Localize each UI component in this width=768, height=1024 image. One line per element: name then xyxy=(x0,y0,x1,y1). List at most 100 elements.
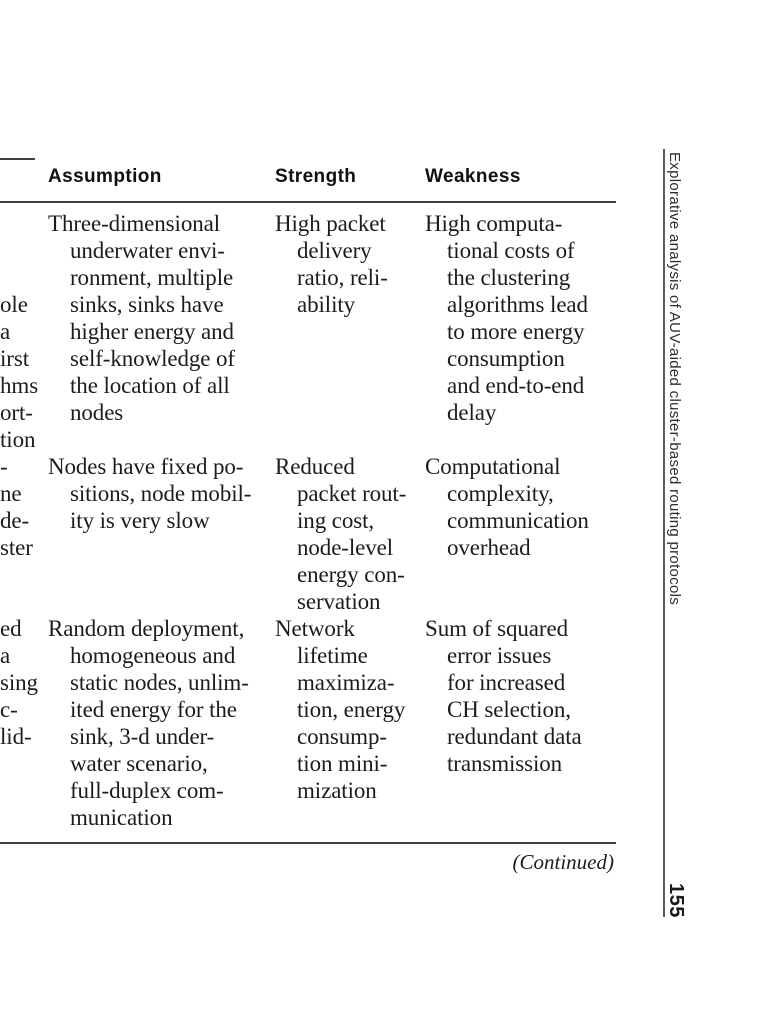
text-line: Three-dimensional xyxy=(48,211,221,236)
text-line: ing cost, xyxy=(297,508,375,533)
text-line: delay xyxy=(447,400,497,425)
text-line: sinks, sinks have xyxy=(70,292,224,317)
text-line: transmission xyxy=(447,751,563,776)
text-line: consumption xyxy=(447,346,565,371)
continued-label: (Continued) xyxy=(512,850,614,874)
text-line: node-level xyxy=(297,535,394,560)
text-line: maximiza- xyxy=(297,670,395,695)
text-line: Random deployment, xyxy=(48,616,245,641)
text-line: tion xyxy=(0,427,36,452)
table-header-row: Assumption Strength Weakness xyxy=(0,166,616,188)
text-line: static nodes, unlim- xyxy=(70,670,249,695)
text-line: error issues xyxy=(447,643,552,668)
text-line: full-duplex com- xyxy=(70,778,224,803)
text-line: sink, 3-d under- xyxy=(70,724,215,749)
text-line: algorithms lead xyxy=(447,292,588,317)
text-line: ed xyxy=(0,616,22,641)
text-line: sitions, node mobil- xyxy=(70,481,252,506)
text-line: for increased xyxy=(447,670,566,695)
text-line: ability xyxy=(297,292,356,317)
text-line: servation xyxy=(297,589,381,614)
text-line xyxy=(0,210,48,237)
text-line: nodes xyxy=(70,400,124,425)
text-line: High packet xyxy=(275,211,386,236)
text-line: lid- xyxy=(0,724,32,749)
text-line: Network xyxy=(275,616,355,641)
text-line: ronment, multiple xyxy=(70,265,234,290)
column-header-strength: Strength xyxy=(275,166,357,187)
table-top-rule-fragment xyxy=(0,158,35,160)
text-line: a xyxy=(0,643,11,668)
text-line: de- xyxy=(0,508,30,533)
text-line: ster xyxy=(0,535,33,560)
text-line: mization xyxy=(297,778,377,803)
text-line: ity is very slow xyxy=(70,508,210,533)
text-line: self-knowledge of xyxy=(70,346,235,371)
text-line: water scenario, xyxy=(70,751,208,776)
text-line: homogeneous and xyxy=(70,643,236,668)
text-line: Sum of squared xyxy=(425,616,568,641)
text-line: higher energy and xyxy=(70,319,234,344)
table-header-rule xyxy=(0,201,616,203)
text-line: hms xyxy=(0,373,39,398)
text-line xyxy=(0,264,48,291)
text-line: irst xyxy=(0,346,29,371)
text-line: overhead xyxy=(447,535,531,560)
text-line: ort- xyxy=(0,400,33,425)
page-number: 155 xyxy=(665,883,687,918)
running-header: Explorative analysis of AUV-aided cluste… xyxy=(666,152,683,606)
text-line: ne xyxy=(0,481,22,506)
text-line: to more energy xyxy=(447,319,585,344)
text-line: tional costs of xyxy=(447,238,575,263)
text-line: packet rout- xyxy=(297,481,407,506)
text-line: the clustering xyxy=(447,265,571,290)
text-line: ited energy for the xyxy=(70,697,237,722)
text-line: Reduced xyxy=(275,454,355,479)
table-cell-assumption: Nodes have fixed po-sitions, node mobil-… xyxy=(48,453,275,615)
text-line: ratio, reli- xyxy=(297,265,388,290)
text-line: High computa- xyxy=(425,211,563,236)
text-line: the location of all xyxy=(70,373,230,398)
column-header-spacer xyxy=(0,166,48,188)
text-line: delivery xyxy=(297,238,372,263)
text-line: ole xyxy=(0,292,28,317)
text-line: tion, energy xyxy=(297,697,406,722)
text-line: Computational xyxy=(425,454,561,479)
column-header-weakness: Weakness xyxy=(425,166,521,187)
text-line: a xyxy=(0,319,11,344)
text-line: complexity, xyxy=(447,481,554,506)
text-line: c- xyxy=(0,697,18,722)
text-line: consump- xyxy=(297,724,387,749)
text-line: underwater envi- xyxy=(70,238,225,263)
column-header-assumption: Assumption xyxy=(48,166,162,187)
text-line: sing xyxy=(0,670,38,695)
text-line: communication xyxy=(447,508,589,533)
text-line: - xyxy=(0,454,8,479)
text-line: lifetime xyxy=(297,643,368,668)
text-line: and end-to-end xyxy=(447,373,585,398)
text-line: tion mini- xyxy=(297,751,388,776)
text-line: Nodes have fixed po- xyxy=(48,454,244,479)
table-bottom-rule xyxy=(0,842,616,844)
text-line: redundant data xyxy=(447,724,582,749)
text-line: energy con- xyxy=(297,562,405,587)
text-line xyxy=(0,237,48,264)
text-line: CH selection, xyxy=(447,697,571,722)
text-line: munication xyxy=(70,805,173,830)
